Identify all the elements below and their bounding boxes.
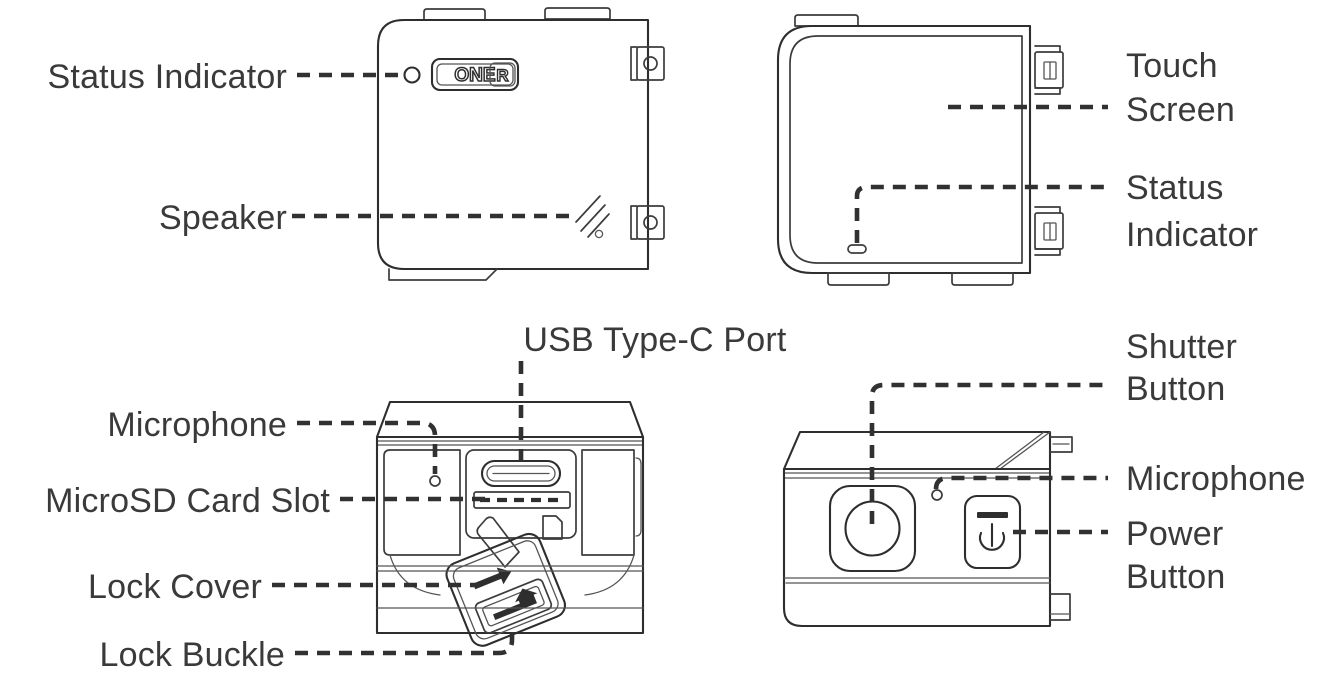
label-power-button-line1: Power	[1126, 515, 1223, 553]
label-microphone-left: Microphone	[107, 406, 287, 444]
microsd-card-shape	[542, 515, 563, 540]
mount-bracket-upper	[630, 46, 665, 81]
microsd-slot	[473, 491, 571, 509]
lock-cover-hinge-strap	[476, 516, 520, 568]
leader-shutter-button	[869, 382, 1108, 524]
touch-screen-panel	[789, 35, 1023, 264]
badge-text-r: R	[496, 66, 508, 85]
microphone-pinhole	[429, 475, 441, 487]
bottom-foot-lip	[388, 268, 498, 281]
label-status-indicator-left: Status Indicator	[48, 58, 287, 96]
label-status-indicator-right-line2: Indicator	[1126, 216, 1258, 254]
label-lock-cover: Lock Cover	[88, 568, 262, 606]
port-side-top-deck	[375, 400, 645, 439]
status-indicator-led	[403, 66, 421, 84]
label-status-indicator-right-line1: Status	[1126, 169, 1224, 207]
port-side-body-outline	[375, 435, 645, 635]
screen-bottom-tab-left	[827, 272, 890, 286]
screen-bottom-tab-right	[951, 272, 1014, 286]
screen-mount-bracket-upper	[1034, 45, 1064, 95]
lock-buckle-latch	[474, 578, 553, 634]
port-side-left-panel	[383, 449, 461, 556]
leader-status-indicator-right	[854, 184, 1108, 243]
label-touch-screen-line2: Screen	[1126, 91, 1235, 129]
screen-body-outline	[776, 24, 1032, 275]
top-tab-right	[544, 7, 611, 20]
port-side-right-panel	[581, 449, 635, 556]
view-front-left: ONE R Status Indicator Speaker	[48, 7, 665, 281]
label-usb-type-c-port: USB Type-C Port	[523, 321, 786, 359]
button-top-deck	[782, 430, 1052, 471]
label-touch-screen-line1: Touch	[1126, 47, 1218, 85]
button-top-body-outline	[782, 467, 1052, 628]
button-mount-tab-lower	[1049, 593, 1071, 621]
power-button-bar-icon	[977, 512, 1008, 518]
microphone-pinhole-top	[931, 489, 943, 501]
usb-c-port	[480, 459, 562, 488]
leader-microphone-left	[297, 420, 438, 474]
mount-bracket-lower	[630, 205, 665, 240]
speaker-grille	[575, 195, 610, 239]
label-lock-buckle: Lock Buckle	[99, 636, 285, 674]
power-symbol-icon	[978, 522, 1006, 551]
screen-mount-bracket-lower	[1034, 206, 1064, 256]
label-speaker: Speaker	[159, 199, 287, 237]
leader-lock-buckle	[295, 624, 515, 656]
label-microphone-right: Microphone	[1126, 460, 1306, 498]
leader-microphone-right	[933, 475, 1108, 490]
power-button-control	[963, 494, 1022, 570]
lock-arrow-up-icon	[473, 567, 512, 590]
one-r-badge: ONE R	[430, 57, 520, 92]
view-port-side: USB Type-C Port Microphone MicroSD Card …	[45, 321, 787, 674]
lock-cover-flap	[445, 532, 567, 647]
status-indicator-led-rear	[847, 244, 867, 254]
top-tab-left	[423, 8, 486, 21]
label-power-button-line2: Button	[1126, 558, 1226, 596]
label-shutter-button-line2: Button	[1126, 370, 1226, 408]
button-mount-tab-upper	[1049, 436, 1073, 453]
badge-text-one: ONE	[454, 65, 495, 86]
screen-top-tab-left	[794, 14, 859, 27]
camera-body-outline-front-left	[376, 18, 650, 271]
view-button-top: Shutter Button Microphone Power Button	[782, 328, 1306, 628]
label-shutter-button-line1: Shutter	[1126, 328, 1237, 366]
port-well	[465, 449, 577, 539]
label-microsd-card-slot: MicroSD Card Slot	[45, 482, 330, 520]
view-touchscreen: Touch Screen Status Indicator	[776, 14, 1258, 286]
